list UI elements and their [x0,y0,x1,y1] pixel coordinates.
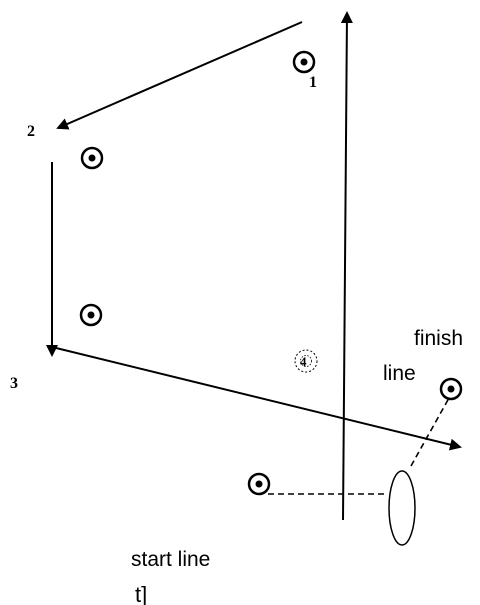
label-point-3: 3 [10,375,18,392]
target-marker-finish [439,377,463,401]
stray-text: t] [135,582,147,605]
label-point-1: 1 [309,74,317,91]
vertical-arrow-up [340,11,353,521]
label-finish-line: finish line [383,327,469,385]
label-start-line: start line [131,548,210,571]
label-point-4: 4 [300,354,307,369]
ghost-marker-4 [294,349,318,373]
arrow-1-to-2 [56,21,303,130]
start-oval [388,470,416,546]
label-point-2: 2 [27,123,35,140]
arrow-3-to-right [51,346,462,451]
finish-dashed-line [410,397,450,467]
target-marker-start [247,472,271,496]
target-marker-lower-left [79,303,103,327]
target-marker-near-2 [80,146,104,170]
target-marker-near-1 [292,50,316,74]
